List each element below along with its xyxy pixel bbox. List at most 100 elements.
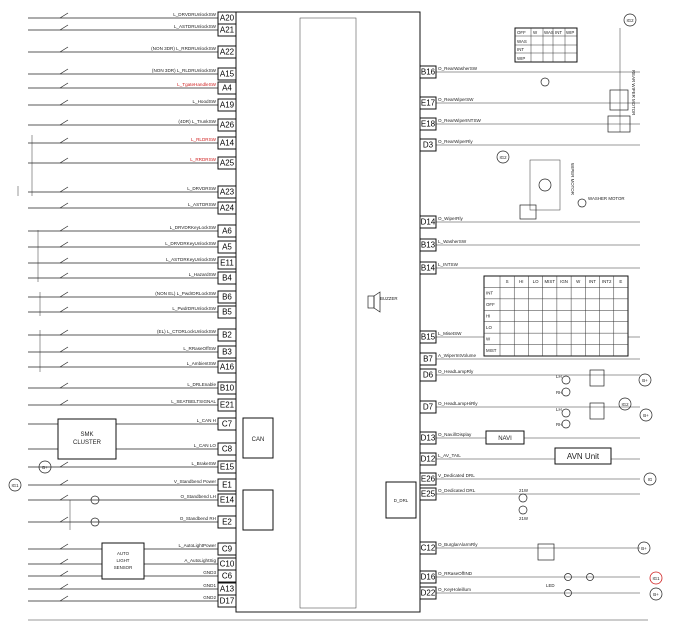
headlamp-relay-icon — [589, 369, 605, 387]
washer-motor-label: WASHER MOTOR — [588, 196, 625, 201]
switch-contact — [59, 291, 69, 298]
left-pin-box — [217, 185, 237, 199]
wiper-table-header: MIST — [545, 279, 556, 284]
left-signal-label: O_Standbend RH — [180, 516, 216, 521]
wiper-table-header: INT — [589, 279, 596, 284]
left-pin-box — [217, 328, 237, 342]
left-pin-label: B5 — [222, 308, 232, 317]
left-pin-label: A5 — [222, 243, 232, 252]
right-pin-label: E18 — [421, 120, 436, 129]
left-signal-label: L_ASTDRSW — [188, 202, 217, 207]
left-signal-label: L_RRaseOffSW — [183, 346, 216, 351]
left-pin-box — [217, 542, 237, 556]
right-pin-label: E17 — [421, 99, 436, 108]
switch-contact — [59, 241, 69, 248]
switch-contact — [59, 99, 69, 106]
right-pin-label: E25 — [421, 490, 436, 499]
keyhole-lamp-icon — [564, 589, 572, 597]
left-pin-box — [217, 118, 237, 132]
left-pin-label: A25 — [220, 159, 235, 168]
left-pin-box — [217, 345, 237, 359]
left-signal-label: (NON 3DR) L_RLDRUnlockSW — [152, 68, 217, 73]
switch-contact — [59, 543, 69, 550]
switch-contact — [59, 119, 69, 126]
bplus-keyhole-label: B+ — [653, 592, 659, 597]
headlamp-hi-lh-icon — [561, 408, 571, 418]
switch-contact — [59, 399, 69, 406]
wiper-table-header: LO — [533, 279, 539, 284]
switch-contact — [59, 82, 69, 89]
switch-contact — [59, 558, 69, 565]
rear-table-r3: WIP — [517, 56, 525, 61]
right-pin-label: D14 — [421, 218, 436, 227]
wiper-table-row-label: LO — [486, 325, 492, 330]
avn-label: AVN Unit — [567, 452, 600, 461]
rear-table-r2: INT — [517, 47, 524, 52]
left-pin-box — [217, 360, 237, 374]
headlamp-hi-relay-icon — [589, 402, 605, 420]
right-pin-label: D13 — [421, 434, 436, 443]
left-pin-label: A26 — [220, 121, 235, 130]
switch-contact — [59, 382, 69, 389]
left-pin-label: A20 — [220, 14, 235, 23]
bplus-burglar-label: B+ — [641, 546, 647, 551]
left-pin-label: E15 — [220, 463, 235, 472]
left-pin-box — [217, 515, 237, 529]
switch-contact — [59, 12, 69, 19]
left-pin-box — [217, 569, 237, 583]
left-signal-label: L_RLDRSW — [191, 137, 217, 142]
ig2-hi-label: IG2 — [621, 402, 629, 407]
right-signal-label: O_KeyHoleillum — [438, 587, 471, 592]
right-pin-label: D6 — [423, 371, 434, 380]
left-signal-label: L_DRVDRKeyUnlockSW — [165, 241, 216, 246]
headlamp-lh-icon — [561, 375, 571, 385]
left-pin-label: A22 — [220, 48, 235, 57]
left-pin-box — [217, 23, 237, 37]
right-pin-label: B15 — [421, 333, 436, 342]
left-signal-label: O_Standbend LH — [180, 494, 216, 499]
right-signal-label: O_RearWiperINTSW — [438, 118, 482, 123]
left-pin-box — [217, 45, 237, 59]
switch-contact — [59, 306, 69, 313]
auto-light-label-3: SENSOR — [114, 565, 133, 570]
switch-contact — [59, 157, 69, 164]
right-pin-box — [419, 400, 437, 414]
standbend-lamp-rh-icon — [90, 517, 100, 527]
switch-contact — [59, 257, 69, 264]
bplus-headlamp-label: B+ — [642, 378, 648, 383]
left-pin-box — [217, 81, 237, 95]
left-signal-label: L_CAN H — [197, 418, 216, 423]
bplus-hi-icon — [639, 408, 653, 422]
switch-contact — [59, 583, 69, 590]
left-signal-label: L_ASTDRUnlockSW — [174, 24, 217, 29]
right-pin-label: D22 — [421, 589, 436, 598]
left-pin-label: E21 — [220, 401, 235, 410]
left-pin-label: B3 — [222, 348, 232, 357]
right-signal-label: O_RearWiperRly — [438, 139, 473, 144]
auto-light-label-1: AUTO — [117, 551, 130, 556]
switch-contact — [59, 361, 69, 368]
drl-lamp-1-icon — [518, 493, 528, 503]
right-pin-label: C12 — [421, 544, 436, 553]
right-pin-label: D16 — [421, 573, 436, 582]
right-pin-box — [419, 352, 437, 366]
ig2-hi-icon — [618, 397, 632, 411]
rear-table-h4: WIP — [566, 30, 574, 35]
right-pin-box — [419, 96, 437, 110]
ig1-left-icon — [8, 478, 22, 492]
right-pin-box — [419, 215, 437, 229]
wiper-table-row-label: OFF — [486, 302, 495, 307]
right-signal-label: L_AV_TAIL — [438, 453, 461, 458]
switch-contact — [59, 46, 69, 53]
left-pin-label: A19 — [220, 101, 235, 110]
left-connector-group: A20L_DRVDRUnlockSWA21L_ASTDRUnlockSWA22(… — [28, 11, 237, 608]
left-signal-label: GND1 — [203, 583, 216, 588]
left-pin-label: E14 — [220, 496, 235, 505]
rear-washer-motor-icon — [540, 77, 550, 87]
headlamp-hi-rh-icon — [561, 419, 571, 429]
can-label: CAN — [252, 437, 265, 443]
switch-contact — [59, 346, 69, 353]
left-pin-box — [217, 271, 237, 285]
switch-contact — [59, 494, 69, 501]
